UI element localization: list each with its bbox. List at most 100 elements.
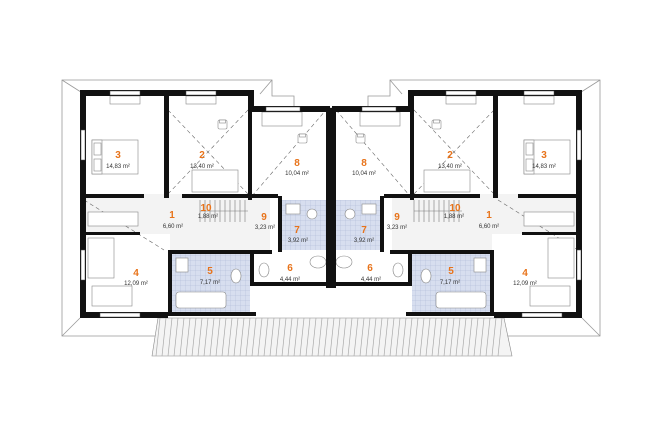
furniture — [87, 95, 575, 309]
room-area: 13,40 m² — [190, 164, 214, 170]
deck-plank — [221, 317, 227, 357]
deck-plank — [365, 317, 371, 357]
deck-plank — [383, 317, 389, 357]
room-number: 2 — [199, 150, 205, 161]
deck-plank — [485, 317, 491, 357]
walls — [80, 90, 582, 318]
room-area: 3,92 m² — [354, 238, 374, 244]
room-number: 4 — [133, 268, 139, 279]
deck-plank — [251, 317, 257, 357]
room-number: 2 — [447, 150, 453, 161]
deck-plank — [431, 317, 437, 357]
deck-plank — [185, 317, 191, 357]
deck-plank — [281, 317, 287, 357]
deck-plank — [389, 317, 395, 357]
deck-plank — [305, 317, 311, 357]
deck-plank — [293, 317, 299, 357]
deck-plank — [155, 317, 161, 357]
deck-plank — [359, 317, 365, 357]
deck-plank — [167, 317, 173, 357]
deck-plank — [209, 317, 215, 357]
room-area: 3,23 m² — [255, 225, 275, 231]
deck-plank — [419, 317, 425, 357]
deck-plank — [461, 317, 467, 357]
deck-plank — [395, 317, 401, 357]
deck-plank — [179, 317, 185, 357]
roof-outline — [61, 79, 601, 337]
room-area: 1,88 m² — [444, 214, 464, 220]
deck-plank — [353, 317, 359, 357]
room-number: 6 — [287, 263, 293, 274]
deck-plank — [239, 317, 245, 357]
room-area: 7,17 m² — [200, 280, 220, 286]
room-area: 3,92 m² — [288, 238, 308, 244]
deck-plank — [425, 317, 431, 357]
room-area: 12,09 m² — [513, 281, 537, 287]
room-number: 3 — [541, 150, 547, 161]
room-number: 3 — [115, 150, 121, 161]
deck-plank — [173, 317, 179, 357]
room-number: 5 — [448, 266, 454, 277]
room-number: 10 — [200, 203, 212, 214]
deck-plank — [299, 317, 305, 357]
deck-plank — [413, 317, 419, 357]
room-area: 3,23 m² — [387, 225, 407, 231]
deck-plank — [347, 317, 353, 357]
room-area: 12,09 m² — [124, 281, 148, 287]
deck-plank — [275, 317, 281, 357]
deck-plank — [311, 317, 317, 357]
room-number: 9 — [261, 212, 267, 223]
deck-plank — [467, 317, 473, 357]
room-area: 14,83 m² — [532, 164, 556, 170]
deck-plank — [437, 317, 443, 357]
room-number: 7 — [294, 225, 300, 236]
staircase-right — [413, 200, 462, 222]
deck-plank — [215, 317, 221, 357]
deck-plank — [323, 317, 329, 357]
deck-plank — [377, 317, 383, 357]
room-number: 1 — [169, 210, 175, 221]
deck-plank — [401, 317, 407, 357]
room-number: 6 — [367, 263, 373, 274]
deck-plank — [203, 317, 209, 357]
deck-plank — [191, 317, 197, 357]
room-area: 13,40 m² — [438, 164, 462, 170]
room-area: 1,88 m² — [198, 214, 218, 220]
deck-plank — [335, 317, 341, 357]
room-area: 4,44 m² — [361, 277, 381, 283]
room-area: 6,60 m² — [163, 224, 183, 230]
deck-plank — [497, 317, 503, 357]
deck-plank — [245, 317, 251, 357]
deck-plank — [329, 317, 335, 357]
deck-plank — [257, 317, 263, 357]
deck-plank — [455, 317, 461, 357]
room-number: 5 — [207, 266, 213, 277]
terrace-deck — [151, 317, 513, 357]
room-labels: 3 14,83 m² 2 13,40 m² 8 10,04 m² 10 1,88… — [106, 150, 556, 287]
room-number: 7 — [361, 225, 367, 236]
room-number: 9 — [394, 212, 400, 223]
deck-plank — [227, 317, 233, 357]
room-area: 7,17 m² — [440, 280, 460, 286]
deck-plank — [161, 317, 167, 357]
room-area: 10,04 m² — [352, 171, 376, 177]
deck-plank — [263, 317, 269, 357]
room-number: 8 — [294, 158, 300, 169]
room-area: 14,83 m² — [106, 164, 130, 170]
deck-plank — [287, 317, 293, 357]
room-area: 10,04 m² — [285, 171, 309, 177]
deck-plank — [341, 317, 347, 357]
room-area: 6,60 m² — [479, 224, 499, 230]
room-number: 4 — [522, 268, 528, 279]
deck-plank — [491, 317, 497, 357]
deck-plank — [317, 317, 323, 357]
deck-plank — [473, 317, 479, 357]
deck-plank — [269, 317, 275, 357]
room-number: 1 — [486, 210, 492, 221]
deck-plank — [371, 317, 377, 357]
staircase-left — [199, 200, 248, 222]
room-area: 4,44 m² — [280, 277, 300, 283]
deck-plank — [479, 317, 485, 357]
room-number: 10 — [449, 203, 461, 214]
